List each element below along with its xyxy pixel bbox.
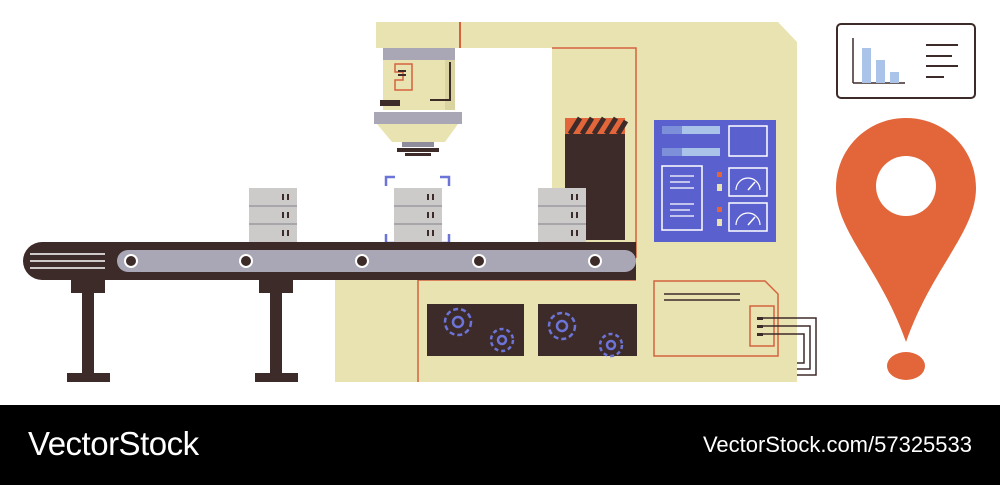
- roller: [472, 254, 486, 268]
- roller: [588, 254, 602, 268]
- circuit-board: [653, 280, 817, 376]
- press-head: [374, 48, 462, 156]
- gauge-icon: [728, 167, 768, 197]
- server-box: [394, 188, 442, 242]
- gear-window: [538, 304, 637, 358]
- brand-logo: VectorStock: [28, 425, 199, 462]
- gauge-icon: [728, 202, 768, 232]
- bar-chart-icon: [836, 23, 976, 99]
- watermark-footer: VectorStock VectorStock.com/57325533: [0, 405, 1000, 485]
- roller: [239, 254, 253, 268]
- image-id: VectorStock.com/57325533: [702, 432, 972, 457]
- gear-window: [427, 304, 524, 356]
- server-box: [249, 188, 297, 242]
- conveyor-belt: [23, 242, 636, 382]
- roller: [124, 254, 138, 268]
- roller: [355, 254, 369, 268]
- illustration: [23, 22, 976, 382]
- control-panel: [654, 120, 776, 242]
- server-box: [538, 188, 586, 242]
- map-pin-icon: [836, 118, 976, 380]
